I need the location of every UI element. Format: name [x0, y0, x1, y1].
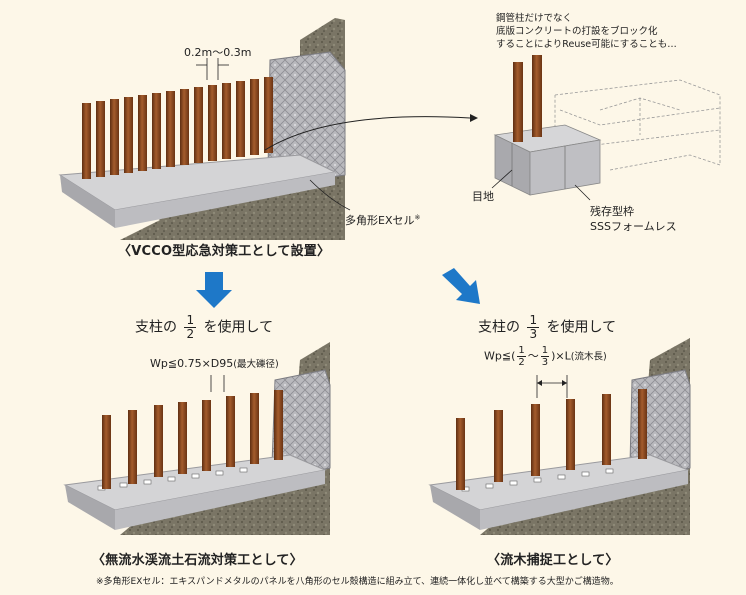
frac-num: 1: [184, 313, 197, 328]
footnote: ※多角形EXセル：エキスパンドメタルのパネルを八角形のセル殻構造に組み立て、連続…: [96, 577, 619, 587]
spacing-label: 0.2m〜0.3m: [184, 46, 252, 59]
note-line-1: 鋼管柱だけでなく: [496, 13, 573, 24]
flow-arrows: [196, 268, 480, 308]
panel-top-left: [58, 18, 478, 240]
steel-post-2: [532, 55, 542, 137]
frac-den: 3: [529, 327, 538, 341]
formula-bottom-left: Wp≦0.75×D95(最大礫径): [150, 357, 279, 370]
header-bottom-left: 支柱の 1 2 を使用して: [135, 313, 274, 341]
posts-third: [456, 389, 647, 490]
panel-bottom-left: [63, 342, 331, 535]
arrow-down-left: [196, 272, 232, 308]
panel-top-right: [491, 55, 721, 201]
header-bottom-right: 支柱の 1 3 を使用して: [478, 313, 617, 341]
arrow-down-right: [442, 268, 480, 304]
ex-cell-label: 多角形EXセル※: [345, 213, 421, 227]
arrow-to-detail: [264, 116, 471, 151]
posts-dense: [82, 77, 273, 179]
caption-bottom-right: 〈流木捕捉工として〉: [487, 553, 619, 568]
steel-post-1: [513, 62, 523, 142]
caption-top-left: 〈VCCO型応急対策工として設置〉: [118, 244, 331, 259]
posts-half: [102, 390, 283, 489]
frac-den: 2: [186, 327, 195, 341]
formwork-label-2: SSSフォームレス: [590, 220, 677, 233]
joint-label: 目地: [472, 190, 494, 203]
note-line-3: することによりReuse可能にすることも…: [496, 39, 677, 50]
note-line-2: 底版コンクリートの打設をブロック化: [496, 26, 658, 37]
soil-base: [120, 185, 345, 240]
formwork-label-1: 残存型枠: [590, 205, 634, 218]
frac-num: 1: [527, 313, 540, 328]
caption-bottom-left: 〈無流水渓流土石流対策工として〉: [92, 553, 303, 568]
panel-bottom-right: [428, 338, 691, 535]
